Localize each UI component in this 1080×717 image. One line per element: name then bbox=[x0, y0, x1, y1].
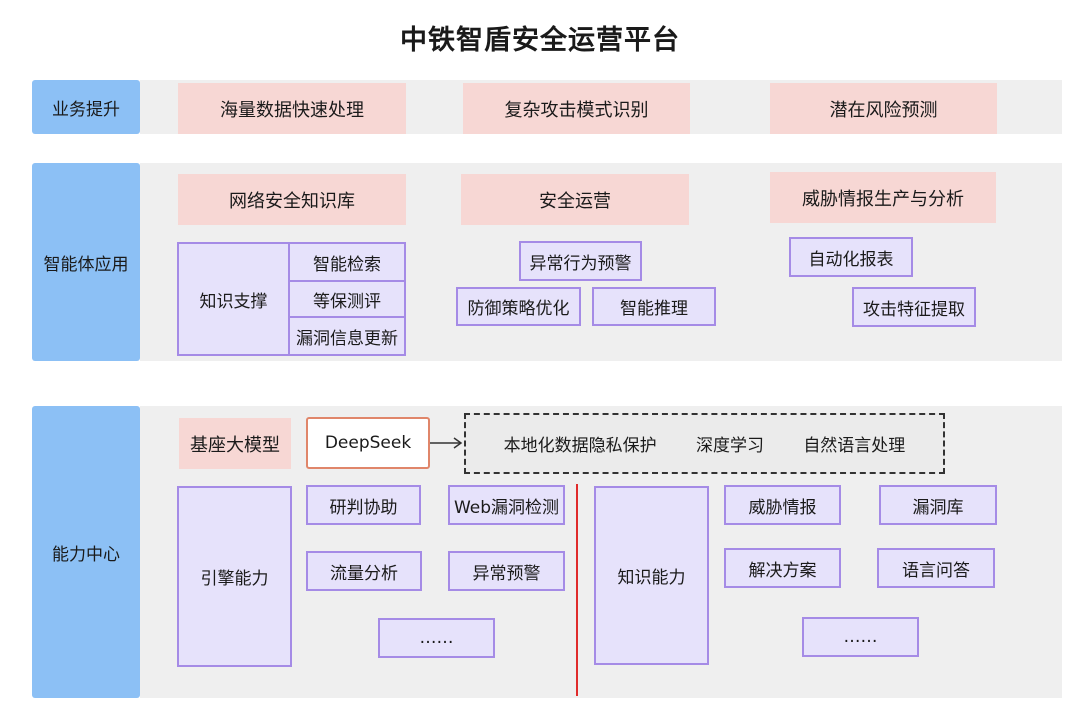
knowledge-item-more: …… bbox=[802, 617, 919, 657]
business-item-data-processing: 海量数据快速处理 bbox=[178, 83, 406, 134]
diagram-title: 中铁智盾安全运营平台 bbox=[400, 25, 680, 56]
secops-item-defense-optimization: 防御策略优化 bbox=[456, 287, 581, 326]
business-item-attack-recognition: 复杂攻击模式识别 bbox=[463, 83, 690, 134]
base-model-label: 基座大模型 bbox=[179, 418, 291, 469]
knowledge-capability-box: 知识能力 bbox=[594, 486, 709, 665]
engine-item-analysis-assist: 研判协助 bbox=[306, 485, 421, 525]
business-item-risk-prediction: 潜在风险预测 bbox=[770, 83, 997, 134]
feature-deep-learning: 深度学习 bbox=[695, 436, 764, 456]
knowledge-item-language-qa: 语言问答 bbox=[877, 548, 995, 588]
secops-item-smart-reasoning: 智能推理 bbox=[592, 287, 716, 326]
side-label-business: 业务提升 bbox=[32, 80, 140, 134]
section-divider bbox=[576, 484, 578, 696]
knowledge-item-vuln-update: 漏洞信息更新 bbox=[288, 316, 406, 356]
knowledge-item-solutions: 解决方案 bbox=[724, 548, 841, 588]
side-label-agent-apps: 智能体应用 bbox=[32, 163, 140, 361]
engine-item-web-vuln-detect: Web漏洞检测 bbox=[448, 485, 565, 525]
header-security-ops: 安全运营 bbox=[461, 174, 689, 225]
header-knowledge-base: 网络安全知识库 bbox=[178, 174, 406, 225]
header-threat-intel: 威胁情报生产与分析 bbox=[770, 172, 996, 223]
side-label-capability-center: 能力中心 bbox=[32, 406, 140, 698]
knowledge-item-vuln-db: 漏洞库 bbox=[879, 485, 997, 525]
feature-privacy: 本地化数据隐私保护 bbox=[503, 436, 657, 456]
engine-item-traffic-analysis: 流量分析 bbox=[306, 551, 422, 591]
deepseek-box: DeepSeek bbox=[306, 417, 430, 469]
arrow-right-icon bbox=[430, 437, 463, 449]
engine-item-anomaly-alert: 异常预警 bbox=[448, 551, 565, 591]
knowledge-item-smart-search: 智能检索 bbox=[288, 242, 406, 282]
engine-capability-box: 引擎能力 bbox=[177, 486, 292, 667]
secops-item-anomaly-warning: 异常行为预警 bbox=[519, 241, 642, 281]
knowledge-support-box: 知识支撑 bbox=[177, 242, 290, 356]
engine-item-more: …… bbox=[378, 618, 495, 658]
feature-nlp: 自然语言处理 bbox=[803, 436, 906, 456]
knowledge-item-compliance-eval: 等保测评 bbox=[288, 280, 406, 318]
threat-item-auto-report: 自动化报表 bbox=[789, 237, 913, 277]
threat-item-attack-feature: 攻击特征提取 bbox=[852, 287, 976, 327]
model-features-box: 本地化数据隐私保护 深度学习 自然语言处理 bbox=[464, 413, 945, 474]
knowledge-item-threat-intel: 威胁情报 bbox=[724, 485, 841, 525]
